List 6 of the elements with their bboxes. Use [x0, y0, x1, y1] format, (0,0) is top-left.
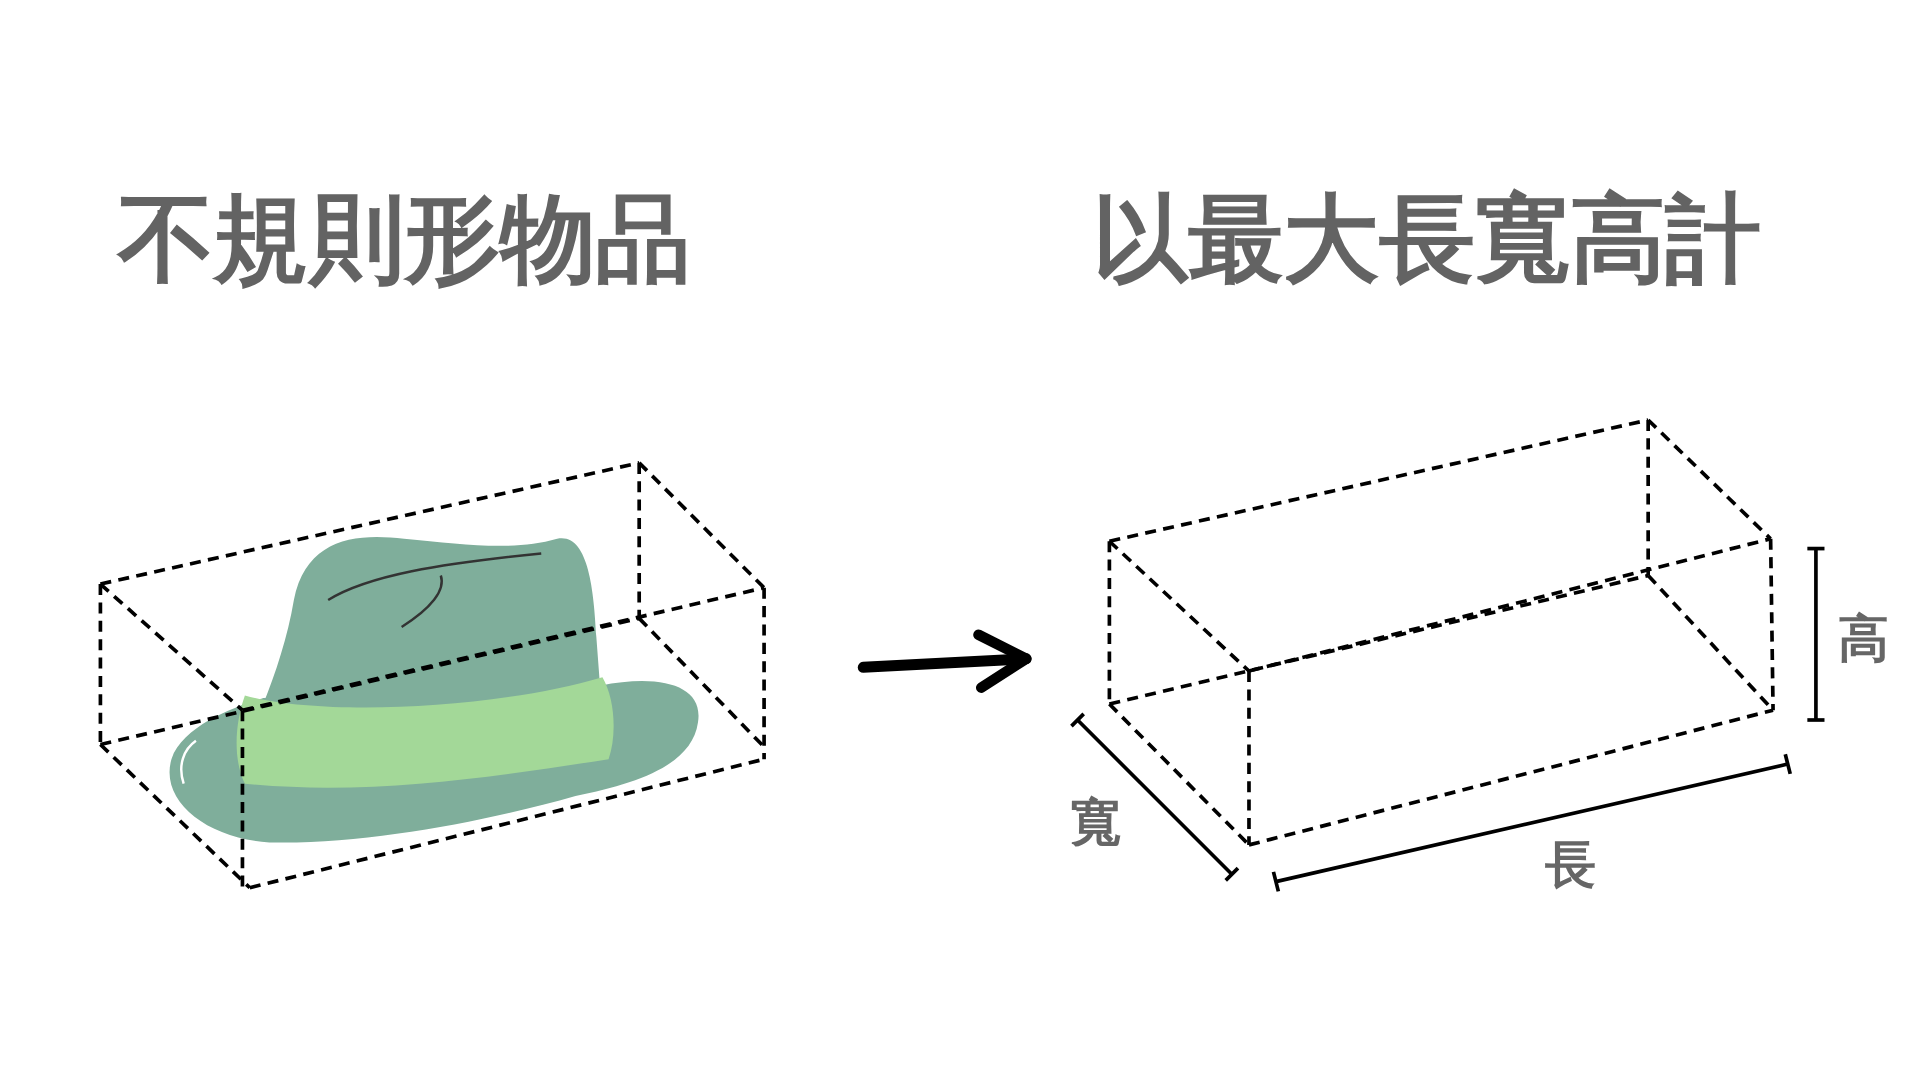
- arrow: [857, 629, 1032, 693]
- dimension-label: 高: [1836, 608, 1891, 670]
- heading: 以最大長寬高計: [1091, 189, 1762, 288]
- heading: 不規則形物品: [115, 189, 692, 288]
- dimension-label: 寬: [1069, 792, 1123, 854]
- dimension-label: 長: [1544, 833, 1598, 896]
